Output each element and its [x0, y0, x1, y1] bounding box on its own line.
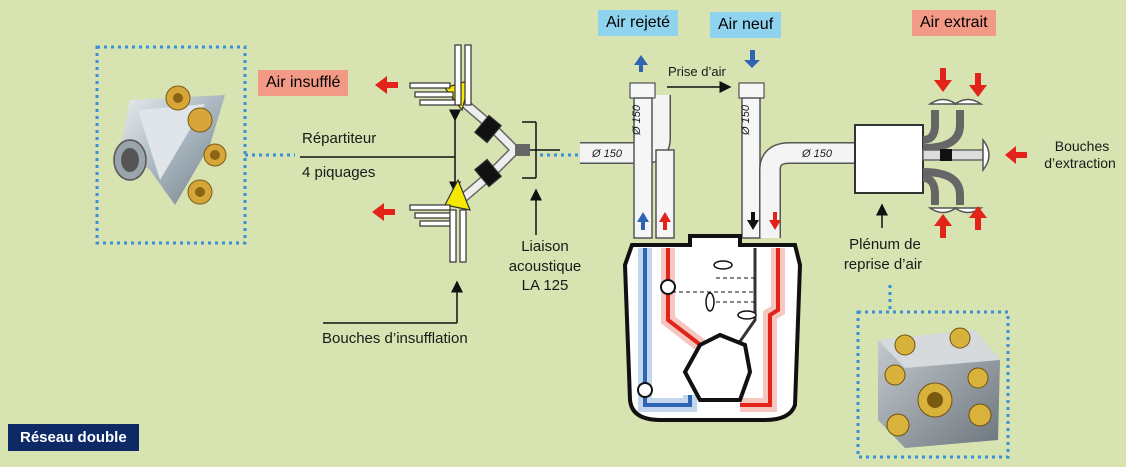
flow-arrow-icons-top	[634, 50, 760, 72]
plenum-label-2: reprise d’air	[843, 256, 923, 273]
diameter-label-right: Ø 150	[802, 148, 832, 160]
liaison-label-1: Liaison	[521, 238, 569, 255]
bouches-insufflation-label: Bouches d’insufflation	[322, 330, 468, 347]
air-rejete-tag: Air rejeté	[598, 10, 679, 36]
repartiteur-label: Répartiteur	[302, 130, 377, 147]
repartiteur-photo-frame	[95, 45, 247, 245]
diameter-label-vert-1: Ø 150	[630, 105, 643, 135]
distribution-manifold	[409, 44, 530, 263]
duct-arrow-icons	[637, 212, 781, 230]
red-arrow-icons-right	[934, 68, 1027, 238]
repartiteur-photo	[113, 85, 227, 205]
reseau-double-badge: Réseau double	[8, 424, 139, 451]
bouches-extraction-label-1: Bouches	[1054, 138, 1110, 154]
diameter-label-left: Ø 150	[592, 148, 622, 160]
red-arrow-icons-left	[372, 76, 398, 221]
plenum-label-1: Plénum de	[849, 236, 921, 253]
bouches-extraction-label-2: d’extraction	[1044, 155, 1116, 171]
vertical-ducts	[629, 82, 860, 239]
air-insuffle-tag: Air insufflé	[258, 70, 349, 96]
plenum-box	[854, 98, 990, 214]
heat-recovery-unit	[622, 234, 803, 422]
liaison-label-3: LA 125	[521, 277, 569, 294]
piquages-label: 4 piquages	[302, 164, 376, 181]
air-neuf-tag: Air neuf	[710, 12, 782, 38]
prise-air-label: Prise d’air	[668, 64, 726, 79]
plenum-photo	[878, 327, 1000, 448]
diameter-label-vert-2: Ø 150	[739, 105, 752, 135]
liaison-label-2: acoustique	[508, 258, 582, 275]
air-extrait-tag: Air extrait	[912, 10, 996, 36]
